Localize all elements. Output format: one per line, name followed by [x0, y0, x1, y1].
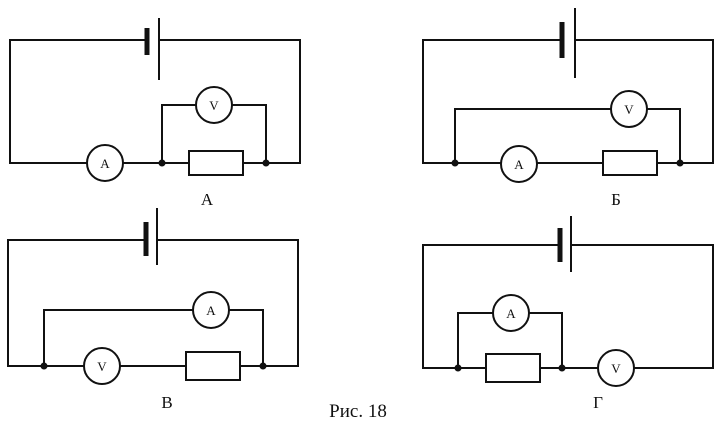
voltmeter-a: V [195, 86, 233, 124]
panel-a-label: А [201, 190, 214, 209]
junction-node [259, 362, 267, 370]
voltmeter-a-symbol: V [209, 98, 219, 113]
voltmeter-b-ring [610, 90, 648, 128]
circuit-a-main-wire [9, 39, 301, 164]
ammeter-a-symbol: A [100, 156, 110, 171]
voltmeter-v-ring [83, 347, 121, 385]
panel-g-label: Г [593, 393, 603, 412]
junction-node [40, 362, 48, 370]
ammeter-v-ring [192, 291, 230, 329]
ammeter-b: A [500, 145, 538, 183]
circuit-panel-b: A V Б [422, 8, 714, 209]
circuit-panel-a: A V А [9, 18, 301, 209]
junction-node [676, 159, 684, 167]
ammeter-b-ring [500, 145, 538, 183]
ammeter-b-symbol: A [514, 157, 524, 172]
voltmeter-b: V [610, 90, 648, 128]
figure-caption: Рис. 18 [329, 401, 387, 422]
circuit-g-main-wire [422, 244, 714, 369]
junction-node [158, 159, 166, 167]
junction-node [451, 159, 459, 167]
voltmeter-a-ring [195, 86, 233, 124]
voltmeter-g-symbol: V [611, 361, 621, 376]
circuit-v-main-wire [7, 239, 299, 367]
circuit-g-ammeter-branch [457, 312, 563, 369]
ammeter-a: A [86, 144, 124, 182]
resistor-v [185, 351, 241, 381]
junction-node [558, 364, 566, 372]
voltmeter-g: V [597, 349, 635, 387]
voltmeter-b-symbol: V [624, 102, 634, 117]
resistor-a [188, 150, 244, 176]
ammeter-a-ring [86, 144, 124, 182]
voltmeter-v-symbol: V [97, 359, 107, 374]
panel-v-label: В [161, 393, 172, 412]
panel-b-label: Б [611, 190, 621, 209]
ammeter-g-ring [492, 294, 530, 332]
ammeter-v: A [192, 291, 230, 329]
resistor-g [485, 353, 541, 383]
ammeter-v-symbol: A [206, 303, 216, 318]
circuit-a-voltmeter-branch [161, 104, 267, 164]
junction-node [262, 159, 270, 167]
circuit-b-voltmeter-branch [454, 108, 681, 164]
ammeter-g-symbol: A [506, 306, 516, 321]
circuit-v-ammeter-branch [43, 309, 264, 367]
circuit-panel-v: V A В [7, 208, 299, 412]
circuit-b-main-wire [422, 39, 714, 164]
voltmeter-v: V [83, 347, 121, 385]
resistor-b [602, 150, 658, 176]
junction-node [454, 364, 462, 372]
circuit-panel-g: A V Г [422, 216, 714, 412]
ammeter-g: A [492, 294, 530, 332]
voltmeter-g-ring [597, 349, 635, 387]
